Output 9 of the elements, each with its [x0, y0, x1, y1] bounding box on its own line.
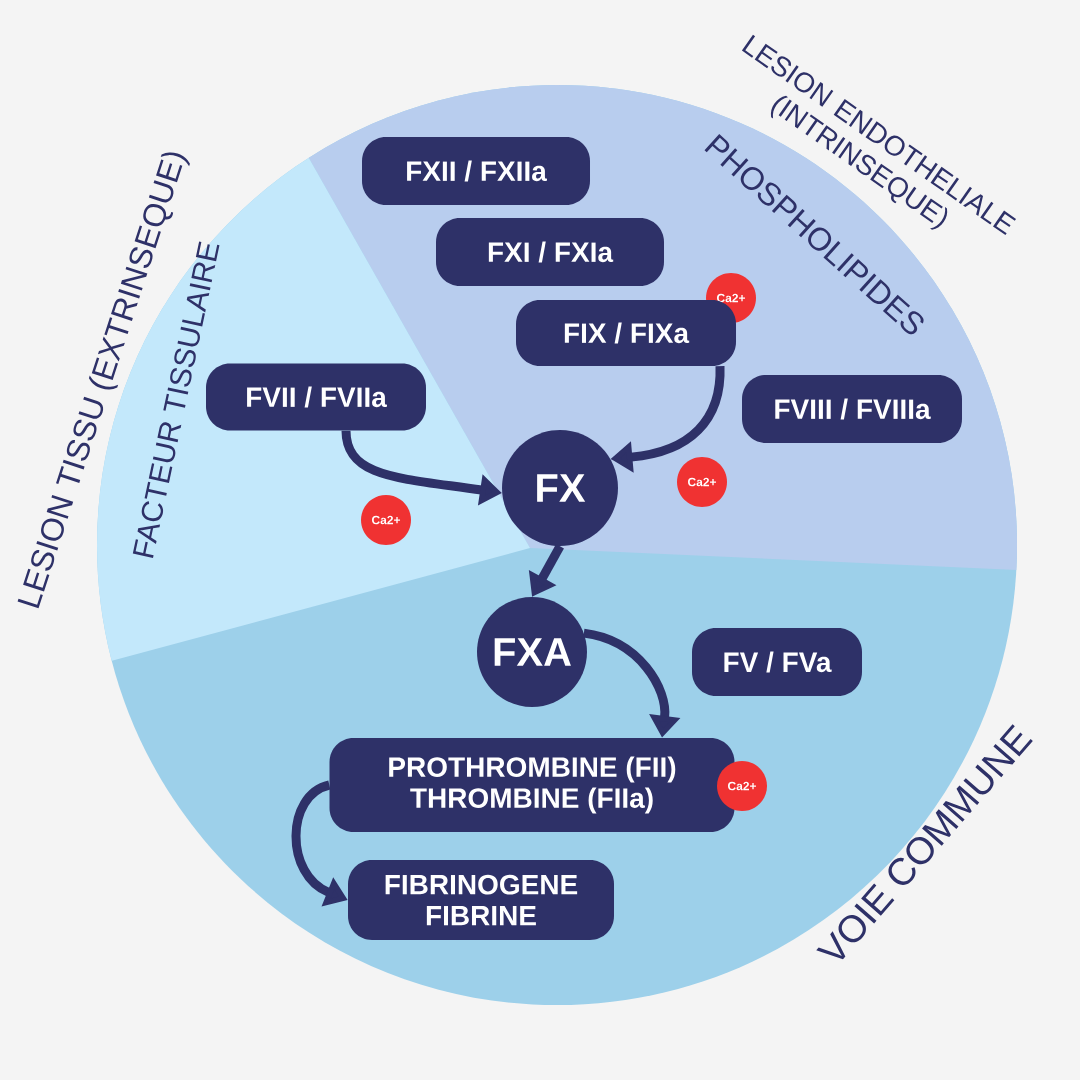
factor-box: FXI / FXIa: [436, 218, 664, 286]
factor-box: FIBRINOGENE FIBRINE: [348, 860, 614, 940]
factor-box: FVII / FVIIa: [206, 363, 426, 431]
calcium-badge: Ca2+: [677, 457, 727, 507]
calcium-badge: Ca2+: [717, 761, 767, 811]
factor-box: FV / FVa: [692, 628, 862, 696]
factor-box: FXII / FXIIa: [362, 137, 590, 205]
calcium-badge: Ca2+: [361, 495, 411, 545]
factor-box: FVIII / FVIIIa: [742, 375, 962, 443]
